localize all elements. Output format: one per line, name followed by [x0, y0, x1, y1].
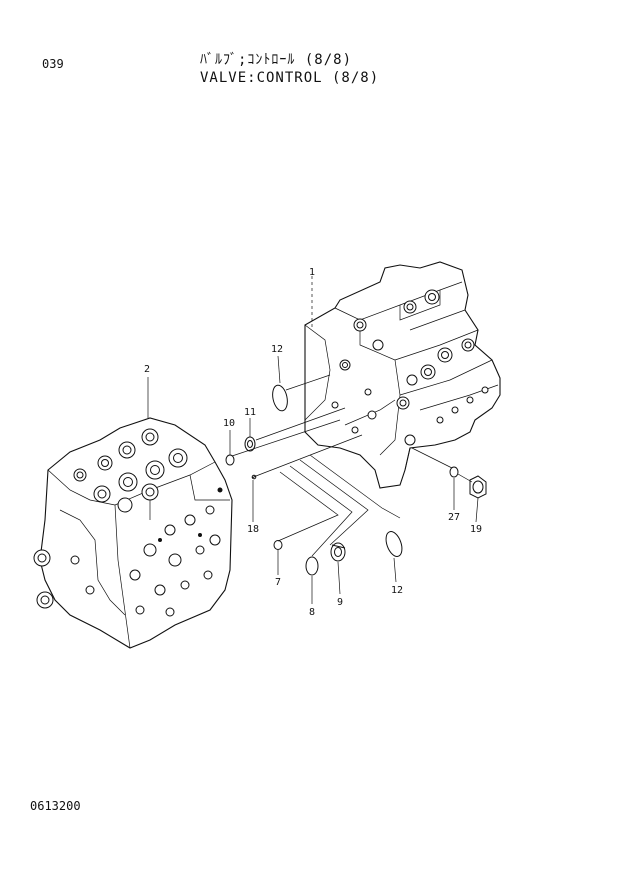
drawing-code: 0613200	[30, 799, 81, 813]
callout-1: 1	[309, 267, 315, 278]
callout-2: 2	[144, 364, 150, 375]
callout-12-upper: 12	[271, 344, 283, 355]
o-ring-12-lower	[385, 531, 403, 557]
callout-8: 8	[309, 607, 315, 618]
callout-10: 10	[223, 418, 235, 429]
o-ring-10	[225, 454, 235, 466]
o-ring-12-upper	[272, 384, 288, 412]
callout-leaders	[147, 355, 479, 604]
assembly-lines	[231, 276, 473, 557]
callout-11: 11	[244, 407, 256, 418]
valve-body-1	[304, 261, 501, 489]
o-ring-7	[273, 540, 283, 550]
callout-12-lower: 12	[391, 585, 403, 596]
callout-19: 19	[470, 524, 482, 535]
plug-19	[469, 475, 487, 499]
pin-18	[251, 474, 257, 480]
callout-27: 27	[448, 512, 460, 523]
title-japanese: ﾊﾞﾙﾌﾞ;ｺﾝﾄﾛｰﾙ (8/8)	[200, 52, 353, 68]
o-ring-27	[449, 466, 459, 478]
callout-18: 18	[247, 524, 259, 535]
callout-7: 7	[275, 577, 281, 588]
title-english: VALVE:CONTROL (8/8)	[200, 70, 380, 86]
plug-9	[330, 542, 346, 562]
valve-body-2	[33, 417, 233, 649]
page-number: 039	[42, 57, 64, 71]
o-ring-8	[305, 556, 319, 576]
callout-9: 9	[337, 597, 343, 608]
